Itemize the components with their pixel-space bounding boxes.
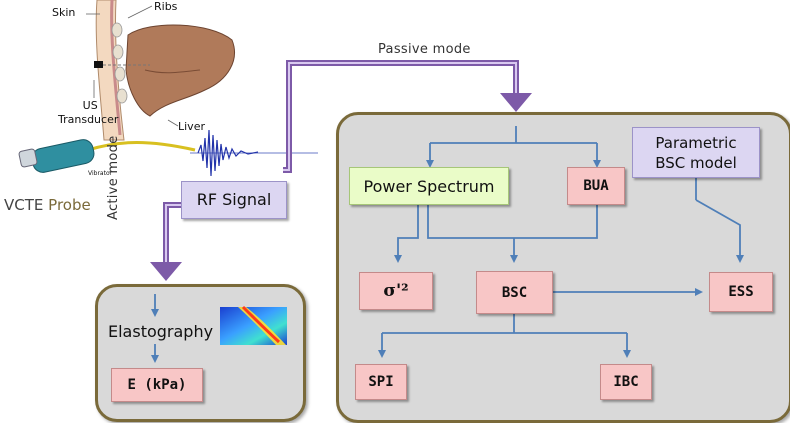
bsc-model-text: BSC model [655, 153, 737, 172]
elastography-label: Elastography [108, 322, 214, 341]
rf-signal-box: RF Signal [181, 181, 287, 219]
vcte-text: VCTE [4, 196, 44, 214]
passive-mode-arrow [283, 60, 532, 173]
spi-box: SPI [355, 364, 407, 400]
ribs-label: Ribs [154, 0, 178, 13]
vcte-probe-label: VCTE Probe [4, 196, 91, 214]
ess-box: ESS [709, 272, 773, 312]
vcte-probe-drawing [18, 139, 196, 173]
sigma-box: σ'² [359, 272, 433, 310]
bua-box: BUA [567, 167, 625, 205]
elastography-image [220, 305, 287, 345]
rf-waveform [190, 129, 318, 177]
skin-label: Skin [52, 6, 76, 19]
us-label: US [82, 99, 98, 112]
active-mode-label: Active mode [106, 135, 121, 220]
liver-label: Liver [178, 120, 205, 133]
ibc-box: IBC [600, 364, 652, 400]
anatomy-illustration [86, 0, 235, 141]
vibrator-label: Vibrator [88, 170, 113, 177]
parametric-bsc-model-box: Parametric BSC model [632, 127, 760, 178]
transducer-label: Transducer [58, 113, 119, 126]
power-spectrum-box: Power Spectrum [349, 167, 509, 205]
parametric-text: Parametric [655, 133, 737, 152]
active-mode-arrow [150, 202, 182, 281]
probe-text: Probe [48, 196, 91, 214]
e-kpa-box: E (kPa) [111, 368, 203, 402]
us-transducer-label: US Transducer [58, 99, 118, 127]
bsc-box: BSC [476, 271, 553, 314]
passive-mode-label: Passive mode [378, 42, 471, 57]
